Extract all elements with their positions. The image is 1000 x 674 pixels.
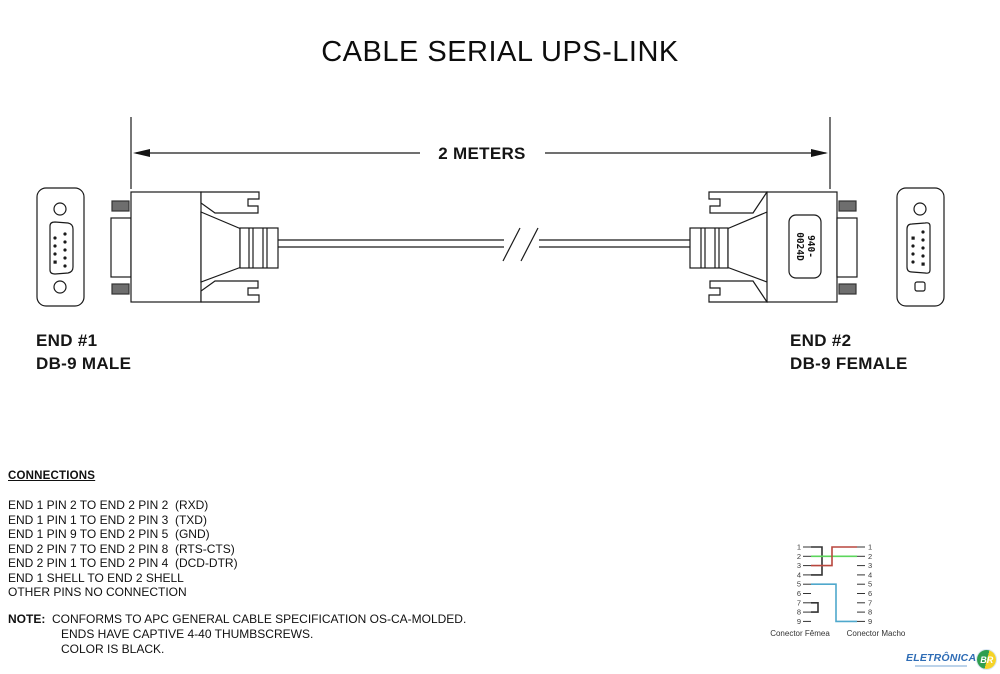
note-label: NOTE: [8,612,52,626]
pin-number: 7 [797,598,801,607]
pin-number: 4 [797,570,801,579]
jumper-wire-pin1-pin4 [811,546,823,576]
pin-number: 4 [868,570,872,579]
female-connector-label: Conector Fêmea [770,629,830,638]
end1-type: DB-9 MALE [36,354,132,373]
end2-connector-side-view [689,191,858,303]
pin-number: 2 [797,552,801,561]
part-number-label: 940- 0024D [794,232,816,261]
pin-number: 6 [868,589,872,598]
eletronica-br-logo: ELETRÔNICA BR [906,650,997,669]
pin-number: 5 [868,580,872,589]
connections-section: CONNECTIONS END 1 PIN 2 TO END 2 PIN 2 (… [8,470,238,600]
male-pins [53,232,67,268]
connection-line: END 2 PIN 7 TO END 2 PIN 8 (RTS-CTS) [8,541,235,556]
db9-male-face-view [36,187,85,307]
connection-line: END 2 PIN 1 TO END 2 PIN 4 (DCD-DTR) [8,556,238,570]
male-connector-label: Conector Macho [847,629,906,638]
db9-female-face-view [896,187,945,307]
dimension-extension-lines [130,117,831,189]
cable-break-symbol [502,227,539,262]
note-line: COLOR IS BLACK. [61,642,165,656]
jumper-wire-pin7-pin8 [811,601,819,613]
end2-type: DB-9 FEMALE [790,354,908,373]
gnd-wire-blue [811,583,857,623]
connection-line: END 1 PIN 1 TO END 2 PIN 3 (TXD) [8,512,207,527]
note-section: NOTE: CONFORMS TO APC GENERAL CABLE SPEC… [8,612,466,657]
logo-text: ELETRÔNICA [906,652,977,664]
pin-number: 8 [797,608,801,617]
female-pin-numbers: 1 2 3 4 5 6 7 8 9 [797,543,801,626]
pin-number: 1 [868,543,872,552]
female-sockets [911,230,925,266]
connection-line: OTHER PINS NO CONNECTION [8,585,187,599]
br-badge-icon: BR [977,650,997,669]
pin-number: 2 [868,552,872,561]
page-title: CABLE SERIAL UPS-LINK [321,36,679,68]
pin-number: 3 [868,561,872,570]
note-line: ENDS HAVE CAPTIVE 4-40 THUMBSCREWS. [61,627,314,641]
pin-number: 1 [797,543,801,552]
end1-name: END #1 [36,331,98,350]
end2-label: END #2 DB-9 FEMALE [790,329,908,375]
connections-heading: CONNECTIONS [8,470,96,482]
txd-wire-red [811,546,857,567]
part-number-line2: 0024D [794,232,805,261]
logo-url-bar [915,665,968,667]
pin-number: 8 [868,608,872,617]
part-number-line1: 940- [805,235,816,258]
note-line: CONFORMS TO APC GENERAL CABLE SPECIFICAT… [52,612,467,626]
dimension-label: 2 METERS [438,144,525,163]
pin-number: 9 [868,617,872,626]
pin-number: 5 [797,580,801,589]
cable-drawing: 2 METERS [36,117,945,307]
pin-ticks [803,546,865,622]
pin-number: 7 [868,598,872,607]
male-pin-numbers: 1 2 3 4 5 6 7 8 9 [868,543,872,626]
pin-number: 3 [797,561,801,570]
end1-label: END #1 DB-9 MALE [36,329,131,375]
pin-number: 6 [797,589,801,598]
end1-connector-side-view [110,191,279,303]
dimension-line [133,149,828,157]
connection-line: END 1 PIN 9 TO END 2 PIN 5 (GND) [8,527,210,541]
connection-line: END 1 SHELL TO END 2 SHELL [8,570,184,585]
end2-name: END #2 [790,331,852,350]
cable [278,227,690,262]
pin-number: 9 [797,617,801,626]
connection-line: END 1 PIN 2 TO END 2 PIN 2 (RXD) [8,498,209,512]
